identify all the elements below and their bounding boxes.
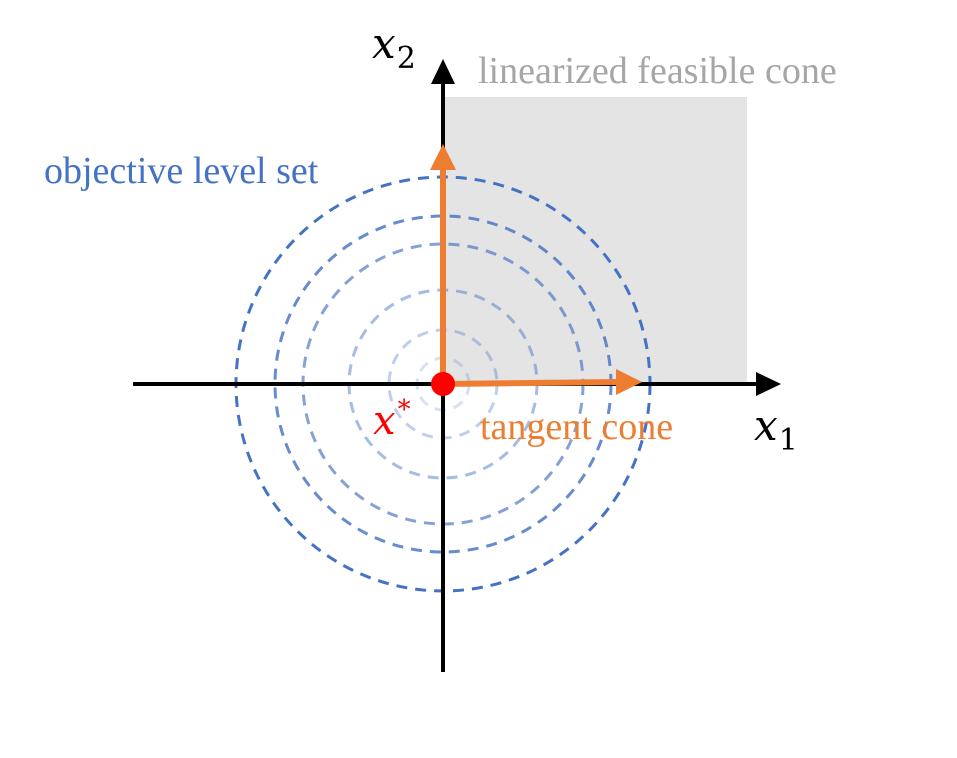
- optimum-label-superscript: *: [398, 395, 411, 425]
- optimum-point-label: x*: [373, 395, 411, 444]
- tangent-cone-label: tangent cone: [480, 406, 673, 448]
- linearized-feasible-cone-label: linearized feasible cone: [478, 50, 837, 92]
- tangent-cone-horizontal-arrowhead-icon: [616, 369, 642, 395]
- tangent-cone-vertical-arrowhead-icon: [430, 144, 456, 170]
- x1-axis-label-subscript: 1: [779, 423, 798, 458]
- tangent-cone-horizontal-arrow-shaft: [442, 379, 621, 387]
- x2-axis-label-main: x: [372, 19, 396, 68]
- x1-axis-arrowhead-icon: [756, 372, 781, 396]
- x1-axis-label-main: x: [754, 401, 778, 450]
- optimum-point-icon: [431, 372, 455, 396]
- linearized-feasible-cone-region: [443, 97, 747, 384]
- optimum-label-main: x: [373, 398, 396, 444]
- x2-axis-label: x2: [372, 19, 416, 76]
- x1-axis-label: x1: [754, 401, 798, 458]
- x2-axis-label-subscript: 2: [397, 41, 416, 76]
- objective-level-set-label: objective level set: [44, 150, 319, 192]
- x2-axis-arrowhead-icon: [431, 59, 455, 84]
